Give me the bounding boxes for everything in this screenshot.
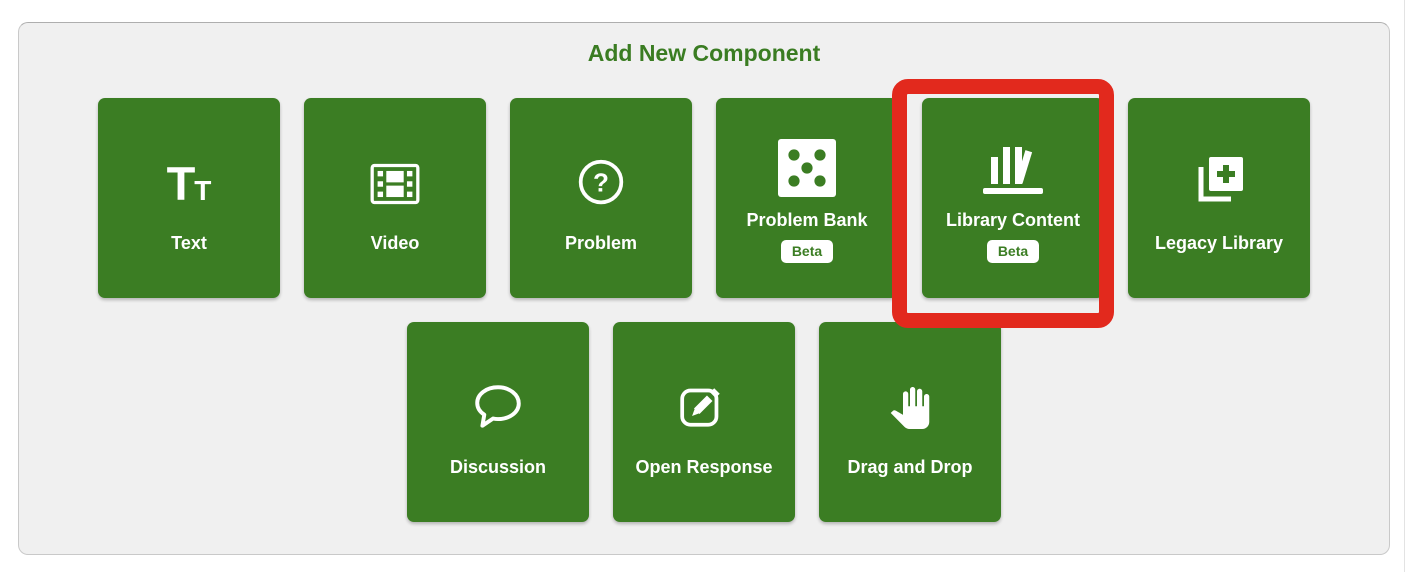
tile-row-2: Discussion Open Response (407, 322, 1001, 522)
film-icon (370, 143, 420, 207)
hand-icon (887, 367, 933, 431)
tile-label: Library Content (945, 209, 1080, 230)
dice-icon (777, 134, 837, 198)
add-component-panel: Add New Component T T Text (18, 22, 1390, 555)
beta-badge: Beta (986, 239, 1040, 263)
bookshelf-icon (980, 134, 1046, 198)
beta-badge: Beta (780, 239, 834, 263)
question-circle-icon: ? (576, 143, 626, 207)
tile-label: Discussion (449, 456, 547, 477)
tile-label: Drag and Drop (847, 456, 973, 477)
add-text-button[interactable]: T T Text (98, 98, 280, 298)
add-legacy-library-button[interactable]: Legacy Library (1128, 98, 1310, 298)
tile-label: Open Response (635, 456, 773, 477)
add-library-content-button[interactable]: Library Content Beta (922, 98, 1104, 298)
tile-label: Problem (564, 232, 638, 253)
edit-pencil-icon (677, 367, 731, 431)
speech-bubble-icon (471, 367, 525, 431)
tile-label: Problem Bank (746, 209, 868, 230)
add-drag-and-drop-button[interactable]: Drag and Drop (819, 322, 1001, 522)
add-problem-bank-button[interactable]: Problem Bank Beta (716, 98, 898, 298)
text-icon: T T (166, 156, 212, 210)
add-open-response-button[interactable]: Open Response (613, 322, 795, 522)
tile-row-1: T T Text (98, 98, 1310, 298)
tile-label: Video (370, 232, 420, 253)
add-problem-button[interactable]: ? Problem (510, 98, 692, 298)
tile-label: Text (171, 232, 207, 253)
add-video-button[interactable]: Video (304, 98, 486, 298)
panel-title: Add New Component (587, 40, 821, 66)
copy-plus-icon (1191, 143, 1247, 207)
tile-label: Legacy Library (1154, 232, 1284, 253)
tile-rows: T T Text (19, 98, 1389, 522)
window-edge-divider (1404, 0, 1405, 572)
svg-text:?: ? (593, 167, 609, 197)
add-discussion-button[interactable]: Discussion (407, 322, 589, 522)
